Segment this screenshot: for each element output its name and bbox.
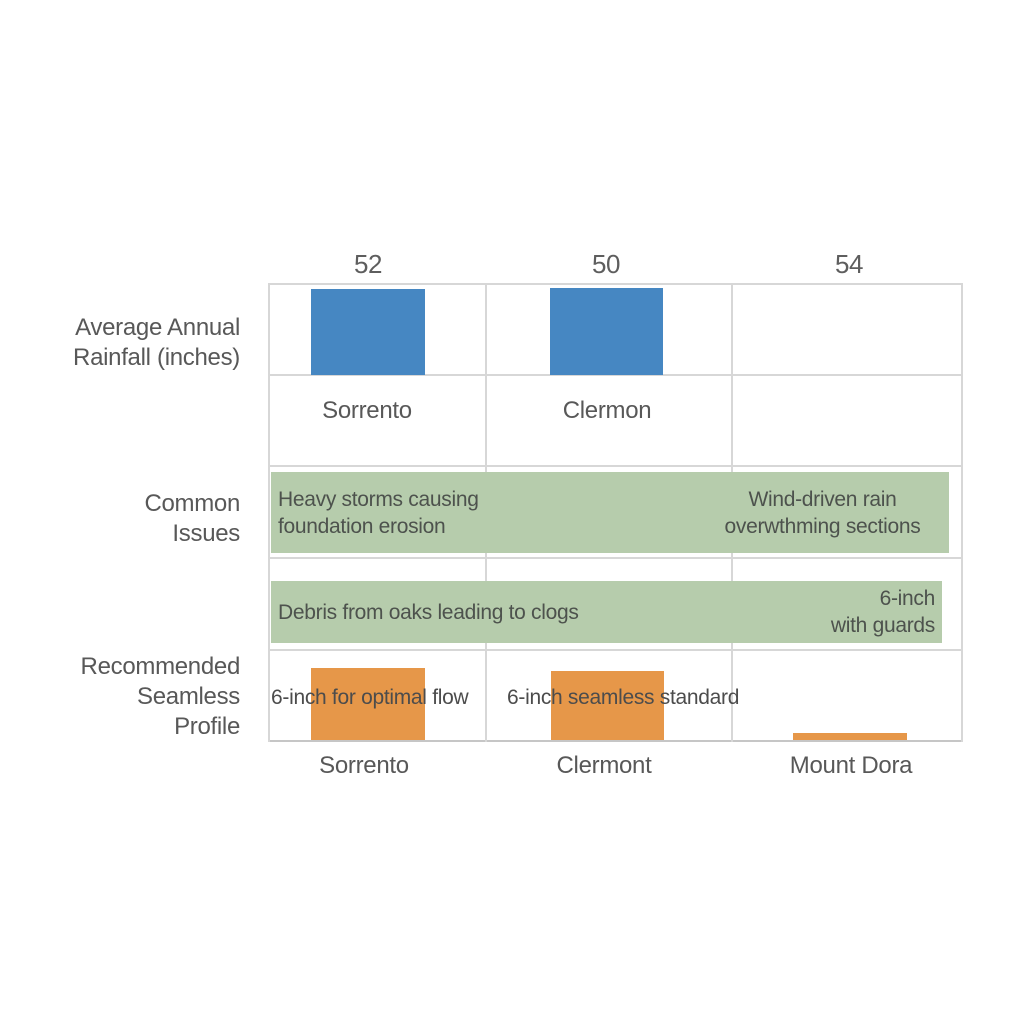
rainfall-value-clermont: 50 <box>592 249 620 279</box>
issues-storms-right-line1: Wind-driven rain <box>748 488 897 511</box>
issues-debris-right-line2: with guards <box>830 614 935 637</box>
row-label-common-issues-line2: Issues <box>172 520 240 547</box>
issues-storms-left-text: Heavy storms causing foundation erosion <box>278 486 479 540</box>
rainfall-value-sorrento: 52 <box>354 249 382 279</box>
issues-storms-left-line2: foundation erosion <box>278 515 446 538</box>
axis-label-clermont: Clermont <box>556 752 652 779</box>
issues-debris-right-line1: 6-inch <box>879 587 936 610</box>
grid-hline-2 <box>268 374 963 376</box>
issues-bar-debris <box>271 581 942 643</box>
issues-debris-right-text: 6-inch with guards <box>735 585 935 639</box>
cell-label-clermon: Clermon <box>562 397 652 424</box>
profile-bar-sorrento <box>311 668 425 740</box>
profile-bar-clermont <box>551 671 664 740</box>
issues-debris-left-text: Debris from oaks leading to clogs <box>278 601 579 624</box>
cell-label-sorrento: Sorrento <box>322 397 412 424</box>
rainfall-value-mount-dora: 54 <box>835 249 863 279</box>
row-label-recommended-line3: Profile <box>174 713 240 740</box>
grid-hline-top <box>268 283 963 285</box>
issues-storms-left-line1: Heavy storms causing <box>278 488 479 511</box>
grid-hline-4 <box>268 557 963 559</box>
grid-hline-bottom <box>268 740 963 742</box>
row-label-common-issues: Common Issues <box>10 489 240 549</box>
profile-text-clermont: 6-inch seamless standard <box>507 686 740 709</box>
grid-hline-3 <box>268 465 963 467</box>
row-label-rainfall-line2: Rainfall (inches) <box>73 344 240 371</box>
issues-storms-right-line2: overwthming sections <box>724 515 921 538</box>
issues-bar-storms <box>271 472 949 553</box>
issues-storms-right-text: Wind-driven rain overwthming sections <box>695 486 950 540</box>
row-label-common-issues-line1: Common <box>144 490 240 517</box>
row-label-recommended-line1: Recommended <box>80 653 241 680</box>
grid-vline-right <box>961 283 963 742</box>
profile-text-sorrento: 6-inch for optimal flow <box>271 686 469 709</box>
rainfall-bar-clermont <box>550 288 663 375</box>
grid-hline-5 <box>268 649 963 651</box>
axis-label-mount-dora: Mount Dora <box>789 752 913 779</box>
rainfall-bar-sorrento <box>311 289 425 375</box>
profile-bar-mount-dora <box>793 733 907 740</box>
row-label-recommended-profile: Recommended Seamless Profile <box>10 652 241 742</box>
row-label-rainfall-line1: Average Annual <box>75 314 240 341</box>
axis-label-sorrento: Sorrento <box>319 752 409 779</box>
row-label-rainfall: Average Annual Rainfall (inches) <box>10 313 240 373</box>
row-label-recommended-line2: Seamless <box>137 683 240 710</box>
grid-vline-left <box>268 283 270 742</box>
